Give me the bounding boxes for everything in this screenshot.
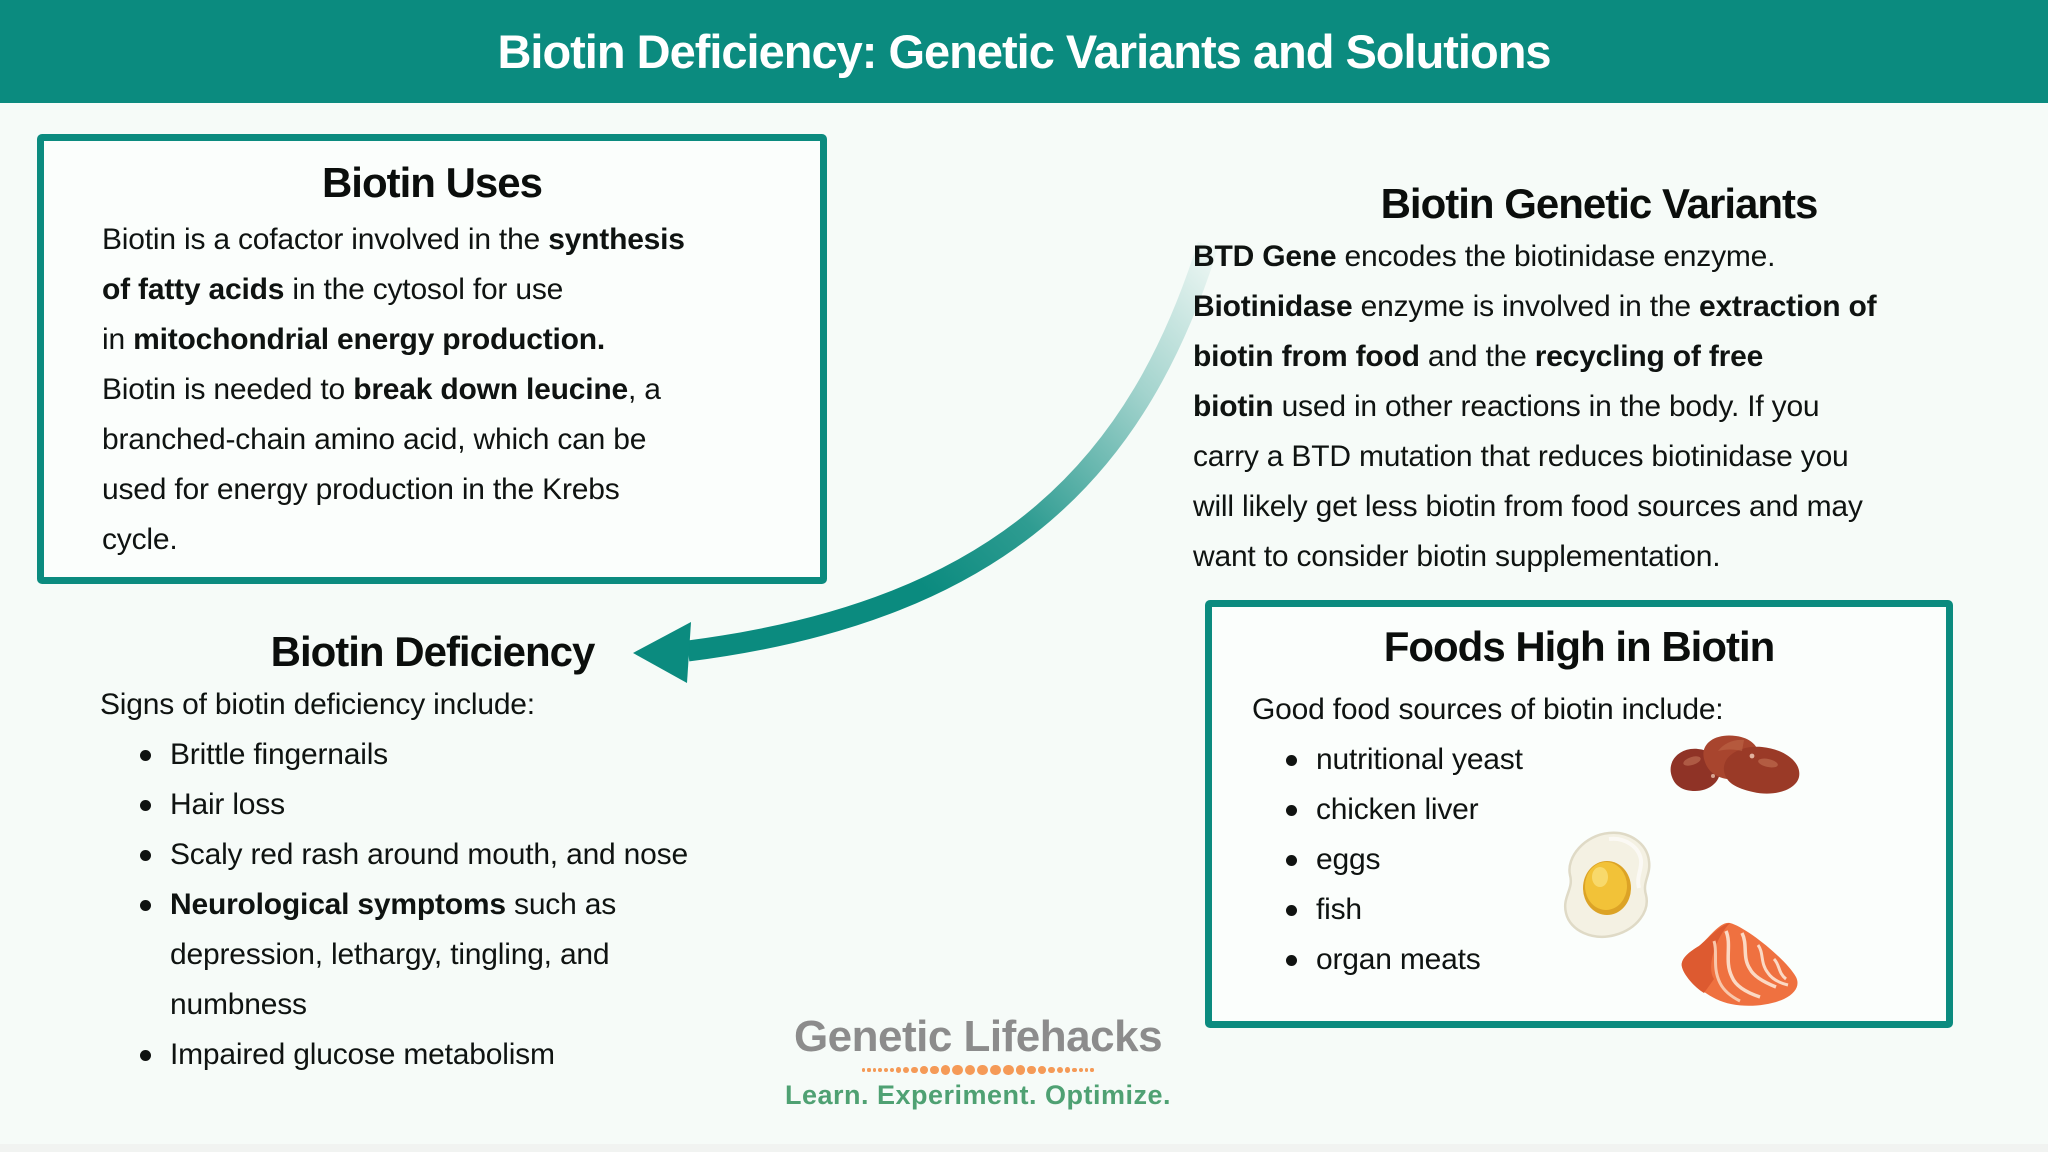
divider-dot: [964, 1064, 976, 1076]
title-bar: Biotin Deficiency: Genetic Variants and …: [0, 0, 2048, 103]
text-line: fish: [1316, 893, 1362, 926]
biotin-uses-text: Biotin is a cofactor involved in the syn…: [44, 215, 820, 565]
text-line: will likely get less biotin from food so…: [1193, 490, 1863, 523]
divider-dot: [1038, 1066, 1046, 1074]
text-line: Biotinidase enzyme is involved in the ex…: [1193, 290, 1877, 323]
biotin-deficiency-section: Biotin Deficiency Signs of biotin defici…: [100, 628, 800, 1080]
divider-dot: [911, 1066, 919, 1074]
foods-title: Foods High in Biotin: [1383, 623, 1776, 670]
text-line: organ meats: [1316, 943, 1481, 976]
divider-dot: [940, 1065, 951, 1075]
genetic-variants-text: BTD Gene encodes the biotinidase enzyme.…: [1193, 232, 2005, 582]
logo-tagline: Learn. Experiment. Optimize.: [784, 1080, 1172, 1110]
divider-dot: [889, 1067, 895, 1073]
text-line: Biotin is a cofactor involved in the syn…: [102, 223, 685, 256]
text-line: used for energy production in the Krebs: [102, 473, 620, 506]
page-title: Biotin Deficiency: Genetic Variants and …: [497, 25, 1551, 78]
list-item: Hair loss: [140, 780, 800, 830]
list-item: eggs: [1286, 835, 1946, 885]
divider-dot: [1064, 1067, 1071, 1073]
biotin-uses-title: Biotin Uses: [321, 159, 543, 206]
foods-box: Foods High in Biotin Good food sources o…: [1205, 600, 1953, 1028]
text-line: Hair loss: [170, 788, 285, 821]
text-line: of fatty acids in the cytosol for use: [102, 273, 564, 306]
bottom-strip: [0, 1144, 2048, 1152]
divider-dot: [1090, 1068, 1094, 1072]
text-line: branched-chain amino acid, which can be: [102, 423, 647, 456]
divider-dot: [903, 1067, 910, 1073]
list-item: Neurological symptoms such as depression,…: [140, 880, 800, 1030]
genetic-variants-title: Biotin Genetic Variants: [1380, 180, 1819, 227]
logo-dotted-divider: [768, 1063, 1188, 1077]
divider-dot: [896, 1067, 902, 1073]
text-line: chicken liver: [1316, 793, 1479, 826]
divider-dot: [952, 1064, 963, 1076]
chicken-liver-image: [1670, 735, 1800, 794]
divider-dot: [872, 1068, 877, 1072]
salmon-fillet-image: [1681, 922, 1798, 1006]
divider-dot: [1003, 1064, 1014, 1076]
list-item: fish: [1286, 885, 1946, 935]
foods-list: nutritional yeast chicken liver eggs fish or…: [1286, 735, 1946, 985]
text-line: in mitochondrial energy production.: [102, 323, 606, 356]
foods-intro: Good food sources of biotin include:: [1252, 693, 1724, 726]
divider-dot: [883, 1067, 888, 1073]
list-item: chicken liver: [1286, 785, 1946, 835]
fried-egg-image: [1563, 831, 1651, 938]
divider-dot: [1072, 1067, 1077, 1073]
divider-dot: [920, 1066, 928, 1074]
divider-dot: [1015, 1065, 1026, 1075]
deficiency-intro: Signs of biotin deficiency include:: [100, 688, 535, 721]
genetic-lifehacks-logo: Genetic Lifehacks Learn. Experiment. Opt…: [768, 1012, 1188, 1111]
biotin-uses-box: Biotin Uses Biotin is a cofactor involve…: [37, 134, 827, 584]
divider-dot: [1027, 1065, 1037, 1075]
text-line: Neurological symptoms such as: [170, 888, 617, 921]
text-line: BTD Gene encodes the biotinidase enzyme.: [1193, 240, 1776, 273]
list-item: Impaired glucose metabolism: [140, 1030, 800, 1080]
divider-dot: [990, 1064, 1002, 1076]
list-item: Scaly red rash around mouth, and nose: [140, 830, 800, 880]
text-line: numbness: [170, 988, 307, 1021]
text-line: nutritional yeast: [1316, 743, 1523, 776]
text-line: biotin from food and the recycling of fr…: [1193, 340, 1764, 373]
list-item: Brittle fingernails: [140, 730, 800, 780]
text-line: Brittle fingernails: [170, 738, 388, 771]
list-item: nutritional yeast: [1286, 735, 1946, 785]
divider-dot: [1084, 1068, 1089, 1072]
genetic-variants-section: Biotin Genetic Variants BTD Gene encodes…: [1193, 180, 2005, 582]
divider-dot: [867, 1068, 871, 1072]
divider-dot: [878, 1068, 882, 1072]
text-line: Biotin is needed to break down leucine, …: [102, 373, 661, 406]
text-line: depression, lethargy, tingling, and: [170, 938, 610, 971]
divider-dot: [929, 1065, 939, 1075]
text-line: want to consider biotin supplementation.: [1193, 540, 1721, 573]
text-line: Impaired glucose metabolism: [170, 1038, 555, 1071]
text-line: Scaly red rash around mouth, and nose: [170, 838, 688, 871]
text-line: cycle.: [102, 523, 178, 556]
divider-dot: [1047, 1066, 1055, 1074]
logo-wordmark: Genetic Lifehacks: [793, 1012, 1163, 1061]
text-line: eggs: [1316, 843, 1381, 876]
divider-dot: [1056, 1067, 1063, 1073]
text-line: biotin used in other reactions in the bo…: [1193, 390, 1820, 423]
divider-dot: [977, 1064, 989, 1076]
biotin-deficiency-title: Biotin Deficiency: [270, 628, 596, 675]
text-line: carry a BTD mutation that reduces biotin…: [1193, 440, 1849, 473]
divider-dot: [1078, 1067, 1083, 1073]
list-item: organ meats: [1286, 935, 1946, 985]
divider-dot: [862, 1068, 866, 1072]
